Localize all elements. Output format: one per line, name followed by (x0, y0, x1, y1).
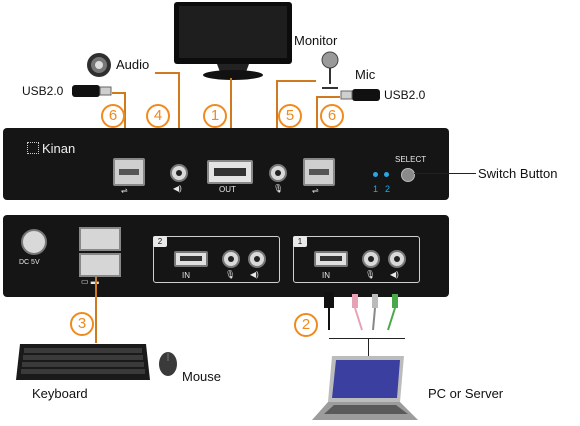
out-label: OUT (219, 185, 236, 194)
callout-6-left: 6 (101, 104, 125, 128)
in-label-1: IN (322, 271, 330, 280)
connector-line (155, 72, 179, 74)
displayport-out[interactable] (207, 160, 253, 184)
mouse-icon (159, 352, 177, 376)
audio-jack-2[interactable] (248, 250, 266, 268)
connector-line (276, 80, 316, 82)
connector-line (276, 80, 278, 130)
led-2-label: 2 (385, 184, 391, 194)
connector-line (316, 96, 318, 130)
brand-logo: Kinan (27, 141, 75, 156)
select-switch-button[interactable] (401, 168, 415, 182)
hdmi-in-2[interactable] (174, 251, 208, 267)
connector-line (178, 72, 180, 130)
input-group-2: 2 IN 🎙 ◀) (153, 236, 280, 283)
audio-jack-front[interactable] (170, 164, 188, 182)
cable-line (368, 338, 369, 358)
mic-symbol-1: 🎙 (365, 270, 376, 279)
mic-symbol: 🎙 (273, 184, 284, 193)
mouse-label: Mouse (182, 369, 222, 384)
usb-left-label: USB2.0 (22, 84, 64, 98)
usb-port-rear-top[interactable] (79, 227, 121, 251)
microphone-icon (321, 51, 339, 89)
input-group-1: 1 IN 🎙 ◀) (293, 236, 420, 283)
switch-button-line (414, 173, 476, 174)
front-panel: Kinan ⇌ ◀) OUT 🎙 ⇌ 1 2 SELECT (3, 128, 449, 200)
brand-logo-mark (27, 142, 39, 154)
audio-jack-1[interactable] (388, 250, 406, 268)
callout-4: 4 (146, 104, 170, 128)
connector-line (124, 92, 126, 130)
brand-logo-text: Kinan (42, 141, 76, 156)
connector-line (316, 96, 340, 98)
select-label: SELECT (395, 155, 427, 164)
in-label-2: IN (182, 271, 190, 280)
led-2 (384, 172, 389, 177)
connector-line (112, 92, 125, 94)
callout-1: 1 (203, 104, 227, 128)
mic-jack-2[interactable] (222, 250, 240, 268)
usb-stick-icon-left (72, 85, 112, 97)
usb-port-front-left[interactable] (113, 158, 145, 186)
rear-panel: DC 5V ▭ ▬ 2 IN 🎙 ◀) 1 IN 🎙 ◀) (3, 215, 449, 297)
callout-5: 5 (278, 104, 302, 128)
mic-label: Mic (355, 67, 376, 82)
cable-line (329, 338, 405, 339)
cable-bundle-icon (324, 292, 398, 331)
usb-stick-icon-right (340, 89, 380, 101)
mic-jack-1[interactable] (362, 250, 380, 268)
connector-line (95, 277, 97, 343)
usb-port-rear-bottom[interactable] (79, 253, 121, 277)
power-label: DC 5V (19, 259, 40, 266)
speaker-symbol-1: ◀) (390, 270, 399, 279)
hdmi-in-1[interactable] (314, 251, 348, 267)
speaker-icon (87, 53, 111, 77)
speaker-symbol-2: ◀) (250, 270, 259, 279)
led-1 (373, 172, 378, 177)
mic-symbol-2: 🎙 (225, 270, 236, 279)
power-socket[interactable] (21, 229, 47, 255)
pc-label: PC or Server (428, 386, 504, 401)
callout-6-right: 6 (320, 104, 344, 128)
usb-symbol-right: ⇌ (312, 186, 319, 195)
input-group-2-tag: 2 (153, 236, 167, 247)
input-group-1-tag: 1 (293, 236, 307, 247)
keyboard-icon (16, 344, 150, 380)
monitor-label: Monitor (294, 33, 338, 48)
usb-right-label: USB2.0 (384, 88, 426, 102)
laptop-icon (312, 356, 418, 420)
callout-3: 3 (70, 312, 94, 336)
monitor-icon (174, 2, 292, 80)
usb-symbol-left: ⇌ (121, 186, 128, 195)
audio-label: Audio (116, 57, 150, 72)
mic-jack-front[interactable] (269, 164, 287, 182)
connector-line (230, 78, 232, 130)
callout-2: 2 (294, 313, 318, 337)
keyboard-label: Keyboard (32, 386, 88, 401)
speaker-symbol: ◀) (173, 184, 182, 193)
led-1-label: 1 (373, 184, 379, 194)
usb-port-front-right[interactable] (303, 158, 335, 186)
keyboard-mouse-symbol: ▭ ▬ (81, 277, 99, 286)
switch-button-label: Switch Button (478, 166, 558, 181)
